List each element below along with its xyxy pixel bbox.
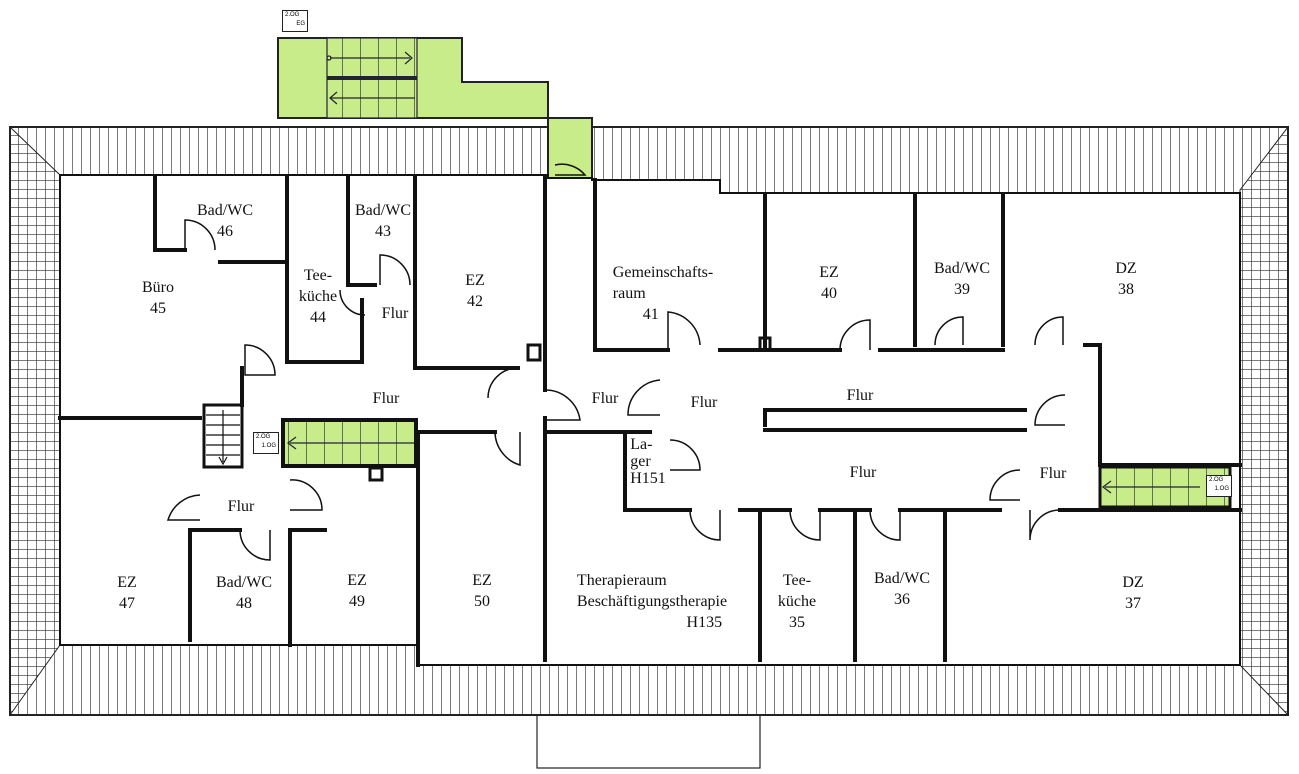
corridor-label: Flur [849, 464, 877, 481]
corridor-label: Flur [591, 390, 619, 407]
stair-sign-right: 2.OG 1.OG [1206, 475, 1232, 497]
corridor-label: Flur [690, 394, 718, 411]
corridor-label: Flur [1039, 465, 1067, 482]
sign-bottom: EG [296, 21, 305, 27]
porch [536, 714, 761, 769]
sign-top: 2.OG [285, 12, 300, 18]
stair-small [202, 403, 244, 469]
doors[interactable] [166, 163, 1066, 561]
sign-bottom: 1.OG [1214, 486, 1229, 492]
stair-top-steps [326, 37, 418, 119]
sign-top: 2.OG [1209, 477, 1224, 483]
sign-bottom: 1.OG [261, 443, 276, 449]
stair-sign-left: 2.OG 1.OG [253, 432, 279, 454]
corridor-label: Flur [227, 498, 255, 515]
stair-sign-top: 2.OG EG [282, 10, 308, 32]
corridor-label: Flur [846, 387, 874, 404]
corridor-label: Flur [372, 390, 400, 407]
sign-top: 2.OG [256, 434, 271, 440]
walls [58, 176, 1242, 667]
corridor-label: Flur [381, 305, 409, 322]
